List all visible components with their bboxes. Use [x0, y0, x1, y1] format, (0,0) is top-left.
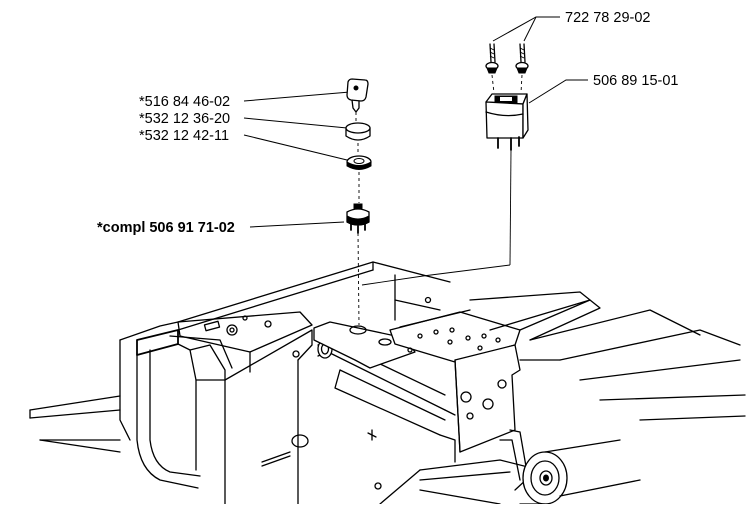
label-key: *516 84 46-02: [139, 94, 230, 110]
label-screws: 722 78 29-02: [565, 10, 650, 26]
ignition-switch: [346, 203, 370, 326]
label-nut: *532 12 42-11: [139, 128, 229, 144]
front-wheel: [522, 439, 641, 505]
switch-box: [485, 93, 529, 266]
lock-nut: [346, 155, 372, 203]
mower-frame: [29, 261, 746, 505]
leader-lines: [243, 16, 588, 228]
rubber-cap: [345, 122, 371, 152]
screw-right: [515, 43, 529, 94]
label-ignition-complete: *compl 506 91 71-02: [97, 220, 235, 236]
screw-left: [485, 43, 499, 94]
label-cap: *532 12 36-20: [139, 111, 230, 127]
key: [346, 78, 369, 122]
label-switch-box: 506 89 15-01: [593, 73, 678, 89]
screw-pair: [485, 43, 529, 94]
